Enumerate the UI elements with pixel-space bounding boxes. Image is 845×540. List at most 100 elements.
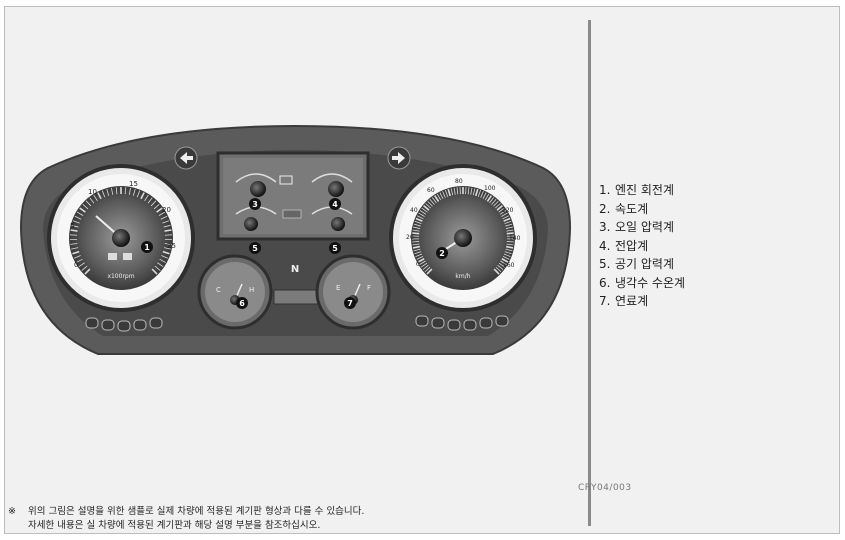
dial-tick: [501, 212, 508, 217]
dial-tick: [420, 262, 428, 268]
dial-tick: [82, 203, 89, 210]
dial-tick: [128, 187, 131, 195]
dial-tick: [154, 265, 161, 271]
gauge-legend: 1.엔진 회전계 2.속도계 3.오일 압력계 4.전압계 5.공기 압력계 6…: [599, 181, 685, 311]
oil-pressure-callout: 3: [249, 198, 261, 210]
dial-tick: [493, 200, 499, 207]
tach-tick-label: 10: [88, 188, 97, 196]
dial-tick: [498, 262, 506, 268]
dial-tick: [163, 224, 171, 228]
dial-tick: [153, 203, 160, 210]
dial-tick: [417, 258, 425, 263]
tach-tick-label: 0: [74, 261, 78, 269]
dial-tick: [442, 191, 446, 198]
dial-tick: [413, 226, 421, 229]
dial-tick: [447, 188, 451, 197]
dial-tick: [414, 251, 422, 255]
air-pressure-right-callout: 5: [329, 242, 341, 254]
dial-tick: [429, 198, 435, 205]
center-gauge-panel: 3 4: [216, 151, 370, 241]
svg-text:E: E: [336, 284, 340, 292]
legend-item: 2.속도계: [599, 201, 649, 216]
dial-tick: [414, 220, 422, 224]
dial-tick: [472, 188, 476, 196]
dial-tick: [161, 255, 168, 259]
dial-tick: [416, 215, 424, 220]
turn-left-indicator-icon: [174, 146, 198, 170]
tach-tick-label: 20: [162, 206, 171, 214]
odometer-display: [273, 289, 319, 305]
dial-tick: [506, 243, 514, 246]
dial-tick: [413, 223, 421, 227]
tach-tick-label: 5: [70, 222, 74, 230]
column-divider: [588, 20, 591, 526]
dial-tick: [76, 258, 83, 263]
dial-tick: [419, 210, 427, 215]
dial-tick: [412, 245, 421, 249]
dial-tick: [421, 207, 428, 213]
fuel-gauge: E F 7: [315, 254, 391, 330]
dial-tick: [144, 194, 149, 202]
dial-tick: [489, 197, 495, 204]
svg-text:H: H: [249, 286, 254, 294]
dial-tick: [418, 212, 425, 217]
dial-tick: [496, 205, 503, 211]
dial-tick: [505, 248, 513, 252]
dial-tick: [491, 198, 497, 205]
coolant-callout: 6: [236, 297, 248, 309]
dial-tick: [70, 229, 78, 232]
dial-tick: [505, 223, 513, 227]
dial-tick: [470, 187, 473, 195]
dial-tick: [506, 232, 514, 235]
speed-tick-label: 0: [416, 261, 420, 268]
dial-tick: [140, 192, 145, 200]
instrument-cluster-illustration: 0 5 10 15 20 25 x100rpm 1 0 20 40 60 80 …: [19, 124, 572, 355]
tach-callout: 1: [141, 241, 153, 253]
dial-tick: [85, 200, 92, 207]
dial-tick: [423, 205, 430, 211]
speed-tick-label: 120: [502, 207, 514, 214]
warning-lamps-right: [415, 315, 509, 331]
dial-tick: [422, 264, 429, 270]
dial-tick: [111, 187, 114, 195]
dial-tick: [162, 220, 170, 224]
dial-tick: [453, 187, 456, 195]
dial-tick: [506, 241, 514, 243]
dial-tick: [106, 188, 110, 196]
dial-tick: [505, 226, 513, 229]
dial-tick: [450, 188, 454, 196]
warning-lamps-left: [85, 317, 163, 332]
dial-tick: [493, 268, 500, 275]
dial-tick: [439, 192, 444, 199]
dial-tick: [412, 232, 420, 235]
dial-tick: [495, 266, 502, 273]
dial-tick: [150, 200, 157, 207]
dial-tick: [427, 200, 433, 207]
speed-tick-label: 140: [509, 235, 521, 242]
svg-text:6: 6: [239, 299, 245, 308]
dial-tick: [505, 245, 514, 249]
legend-item: 5.공기 압력계: [599, 257, 675, 271]
neutral-indicator: N: [291, 264, 299, 275]
dial-tick: [504, 220, 512, 224]
dial-tick: [151, 268, 158, 275]
dial-tick: [467, 187, 470, 195]
dial-tick: [162, 250, 170, 255]
tach-unit-label: x100rpm: [107, 273, 134, 280]
dial-tick: [124, 187, 127, 195]
dial-tick: [74, 255, 81, 259]
dial-tick: [164, 229, 172, 232]
dial-tick: [78, 262, 85, 267]
dial-tick: [160, 215, 168, 220]
dial-tick: [500, 260, 507, 265]
dial-tick: [79, 207, 86, 213]
svg-text:7: 7: [347, 299, 353, 308]
footnote: ※위의 그림은 설명을 위한 샘플로 실제 차량에 적용된 계기판 형상과 다를…: [8, 505, 364, 533]
dial-tick: [76, 211, 84, 216]
dial-tick: [415, 253, 423, 257]
dial-tick: [157, 262, 164, 267]
dial-tick: [480, 191, 484, 198]
dial-tick: [74, 215, 82, 220]
legend-item: 7.연료계: [599, 294, 649, 308]
dial-tick: [499, 210, 507, 215]
